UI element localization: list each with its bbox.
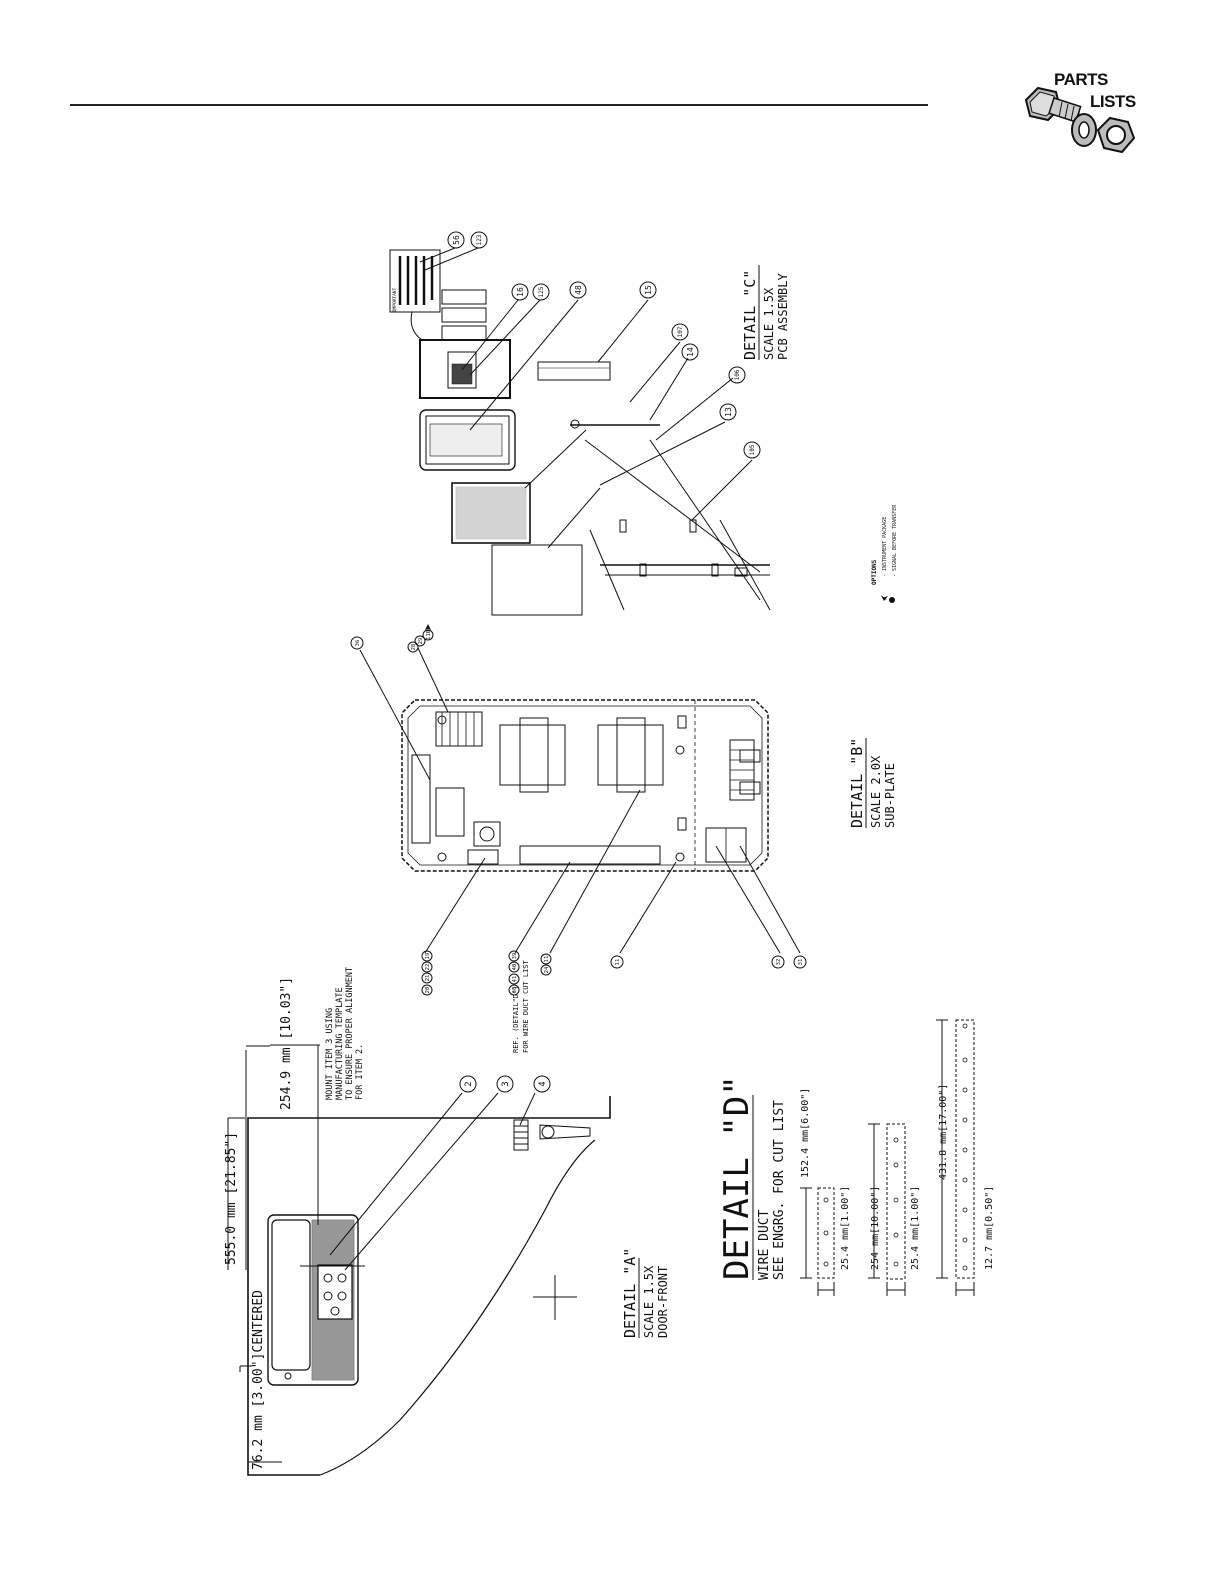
callout-2: 2 (464, 1081, 474, 1086)
callout-31: 31 (798, 959, 804, 966)
parts-lists-logo: PARTS LISTS (1018, 70, 1148, 180)
callout-29: 29 (418, 638, 424, 645)
callout-125: 125 (538, 286, 545, 297)
callout-38: 38 (512, 987, 518, 994)
callout-3: 3 (501, 1081, 511, 1086)
detail-c-title: DETAIL "C" (741, 270, 759, 360)
dim-centered-text: 76.2 mm [3.00"]CENTERED (251, 1290, 266, 1470)
note-line3: TO ENSURE PROPER ALIGNMENT (345, 967, 355, 1100)
detail-d-wire-duct: DETAIL "D" WIRE DUCT SEE ENGRG. FOR CUT … (717, 1019, 975, 1296)
detail-a-door-front: DETAIL "A" SCALE 1.5X DOOR-FRONT (227, 1044, 670, 1476)
callout-36: 36 (355, 640, 361, 647)
detail-d-title: DETAIL "D" (717, 1075, 757, 1280)
callout-11: 11 (615, 959, 621, 966)
detail-d-line2: SEE ENGRG. FOR CUT LIST (772, 1100, 787, 1280)
callout-19: 19 (425, 953, 431, 960)
bolt-washer-nut-icon (1024, 86, 1136, 154)
logo-parts-text: PARTS (1054, 70, 1108, 89)
option-signal-before-transfer: - SIGNAL BEFORE TRANSFER (892, 504, 898, 577)
callout-39: 39 (512, 953, 518, 960)
logo-lists-text: LISTS (1090, 92, 1136, 111)
callout-56: 56 (452, 235, 461, 245)
callout-106: 106 (734, 369, 741, 380)
callout-48: 48 (574, 285, 583, 295)
callout-32: 32 (776, 959, 782, 966)
detail-b-scale: SCALE 2.0X (869, 755, 883, 828)
detail-b-sub-plate: REF. (DETAIL"D") FOR WIRE DUCT CUT LIST … (350, 624, 897, 1053)
callout-20: 20 (425, 987, 431, 994)
callout-28: 28 (411, 644, 417, 651)
detail-b-name: SUB-PLATE (883, 763, 897, 828)
dim-offset-text: 254.9 mm [10.03"] (279, 977, 294, 1110)
dim-431-text: 431.8 mm[17.00"] (938, 1084, 949, 1180)
detail-d-line1: WIRE DUCT (757, 1209, 772, 1280)
callout-b-11a: 11 (544, 956, 550, 963)
note-line2: MANUFACTURING TEMPLATE (335, 987, 345, 1100)
callout-14: 14 (686, 347, 695, 357)
dim-152-text: 152.4 mm[6.00"] (800, 1088, 811, 1178)
callout-15: 15 (644, 285, 653, 295)
detail-c-pcb-assembly: OPTIONS - INSTRUMENT PACKAGE - SIGNAL BE… (389, 231, 898, 616)
detail-a-title: DETAIL "A" (621, 1248, 639, 1338)
ref-note-line2: FOR WIRE DUCT CUT LIST (522, 959, 530, 1053)
detail-a-name: DOOR-FRONT (656, 1266, 670, 1338)
header-rule (70, 104, 928, 106)
ref-note-line1: REF. (DETAIL"D") (512, 986, 520, 1053)
callout-105: 105 (749, 444, 756, 455)
dim-254-text: 254 mm[10.00"] (870, 1186, 881, 1270)
option-instrument-package: - INSTRUMENT PACKAGE (882, 517, 888, 577)
dim-width-text: 555.0 mm [21.85"] (224, 1132, 239, 1265)
callout-107: 107 (677, 326, 684, 337)
options-title: OPTIONS (871, 559, 878, 585)
note-line4: FOR ITEM 2. (355, 1044, 365, 1100)
dim-25-text-a: 25.4 mm[1.00"] (840, 1186, 851, 1270)
dim-12-text: 12.7 mm[0.50"] (984, 1186, 995, 1270)
detail-a-scale: SCALE 1.5X (642, 1265, 656, 1338)
callout-b-24: 24 (544, 966, 550, 973)
important-label: IMPORTANT (392, 288, 398, 313)
callout-123: 123 (476, 234, 483, 245)
dim-25-text-b: 25.4 mm[1.00"] (910, 1186, 921, 1270)
callout-21: 21 (425, 975, 431, 982)
callout-22: 22 (425, 964, 431, 971)
detail-c-name: PCB ASSEMBLY (776, 273, 790, 360)
callout-16: 16 (516, 287, 525, 297)
callout-4: 4 (538, 1081, 548, 1086)
callout-110: 110 (426, 630, 432, 640)
detail-b-title: DETAIL "B" (848, 738, 866, 828)
callout-41: 41 (512, 976, 518, 983)
note-line1: MOUNT ITEM 3 USING (325, 1008, 335, 1100)
callout-13: 13 (724, 407, 733, 417)
callout-40: 40 (512, 964, 518, 971)
detail-c-scale: SCALE 1.5X (762, 287, 776, 360)
